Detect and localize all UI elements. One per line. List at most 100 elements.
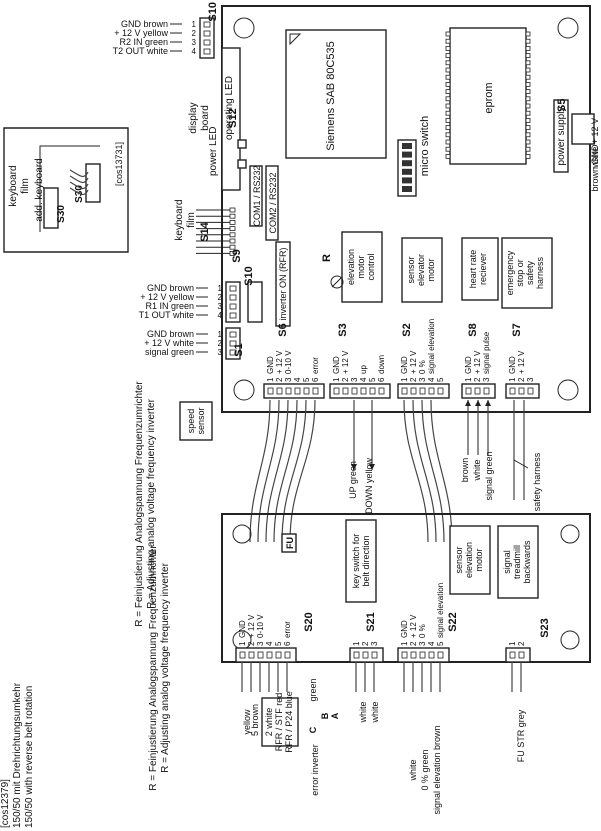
dip-switch[interactable] [402, 160, 412, 167]
connector-pin [509, 387, 516, 395]
eprom-label: eprom [483, 82, 495, 113]
connector-pin [267, 387, 274, 395]
display-board-label: displayboard [188, 102, 211, 133]
eprom-pin [445, 46, 451, 51]
pin-label: + 12 V [247, 614, 256, 638]
dip-switch[interactable] [402, 186, 412, 192]
dip-switch[interactable] [402, 151, 412, 158]
com1-port[interactable] [249, 165, 263, 227]
pin-number: 2 [517, 377, 526, 382]
pin-number: 1 [464, 377, 473, 382]
pin-label: GND [508, 356, 517, 374]
eprom-pin [525, 146, 531, 152]
s1-label: S1 [233, 343, 245, 356]
mount-hole [233, 379, 255, 401]
elevation-motor-control-box [341, 231, 383, 303]
s23-label: S23 [539, 618, 551, 638]
connector-pin [203, 30, 211, 37]
dip-switch[interactable] [402, 177, 412, 184]
com2-port[interactable] [265, 165, 279, 241]
pin-label: + 12 V [473, 350, 482, 374]
pin-number: 3 [418, 377, 427, 382]
connector-pin [303, 387, 310, 395]
heart-rate-box [461, 237, 499, 301]
s14-pin-head [229, 219, 236, 225]
connector-pin [378, 387, 385, 395]
speed-sensor-label: speedsensor [186, 407, 206, 434]
cpu-label: Siemens SAB 80C535 [325, 41, 337, 150]
pin-label: signal green [145, 347, 194, 357]
pin-number: 1 [218, 330, 223, 339]
pin-label: T2 OUT white [113, 46, 168, 56]
connector-pin [275, 651, 282, 659]
up-green-label: UP green [348, 461, 358, 499]
eprom-pin [445, 125, 451, 130]
pin-number: 3 [482, 377, 491, 382]
pin-label: signal pulse [482, 331, 491, 374]
s30-connector-a[interactable] [85, 163, 101, 203]
eprom-pin [445, 89, 451, 94]
s5-gnd-wire: brown GND [590, 144, 600, 192]
s12-connector[interactable] [221, 47, 241, 191]
connector-pin [362, 651, 369, 659]
connector-pin [483, 387, 490, 395]
connector-pin [527, 387, 534, 395]
pin-label: GND [400, 356, 409, 374]
eprom-pin [445, 60, 451, 66]
pin-number: 2 [473, 377, 482, 382]
connector-pin [509, 651, 516, 659]
signal-treadmill-label: signaltreadmillbackwards [502, 540, 532, 584]
s14-pin-head [229, 238, 236, 244]
s30-connector-b[interactable] [43, 187, 59, 229]
s9-label: S9 [231, 249, 243, 262]
pin-label: + 12 V yellow [140, 292, 194, 302]
pin-label: + 12 V [517, 350, 526, 374]
pin-number: 1 [238, 641, 247, 646]
dip-switch[interactable] [402, 168, 412, 175]
inverter-on-box [275, 241, 291, 327]
pin-number: 3 [256, 641, 265, 646]
svg-text:green: green [308, 678, 318, 701]
pin-label: GND [400, 620, 409, 638]
keyboard-box-film: keyboardfilm [8, 165, 31, 206]
dip-switch[interactable] [402, 143, 412, 149]
eprom-pin [525, 46, 531, 51]
r-potentiometer[interactable] [330, 275, 344, 289]
pin-label: R1 IN green [145, 301, 194, 311]
connector-pin [257, 651, 264, 659]
s14-connector[interactable] [196, 207, 236, 256]
eprom-pin [445, 110, 451, 116]
pin-number: 4 [218, 311, 223, 320]
pin-number: 3 [418, 641, 427, 646]
s10-mid-connector[interactable] [247, 281, 263, 323]
connector-pin [276, 387, 283, 395]
fu-sensor-elevation-label: sensorelevationmotor [454, 542, 484, 578]
connector-pin [266, 651, 273, 659]
connector-pin [248, 651, 255, 659]
s5-connector[interactable] [571, 113, 595, 145]
connector-pin [229, 303, 237, 310]
pin-number: 3 [284, 377, 293, 382]
emergency-box [501, 237, 553, 309]
connector-pin [419, 651, 426, 659]
s5-white-wire: white + 12 V [590, 118, 600, 169]
eprom-pin [525, 31, 531, 37]
svg-text:white: white [408, 759, 418, 781]
wire [421, 399, 445, 543]
eprom-pin [445, 96, 451, 102]
wire [289, 399, 316, 543]
pin-number: 4 [427, 641, 436, 646]
pin-number: 5 [274, 641, 283, 646]
